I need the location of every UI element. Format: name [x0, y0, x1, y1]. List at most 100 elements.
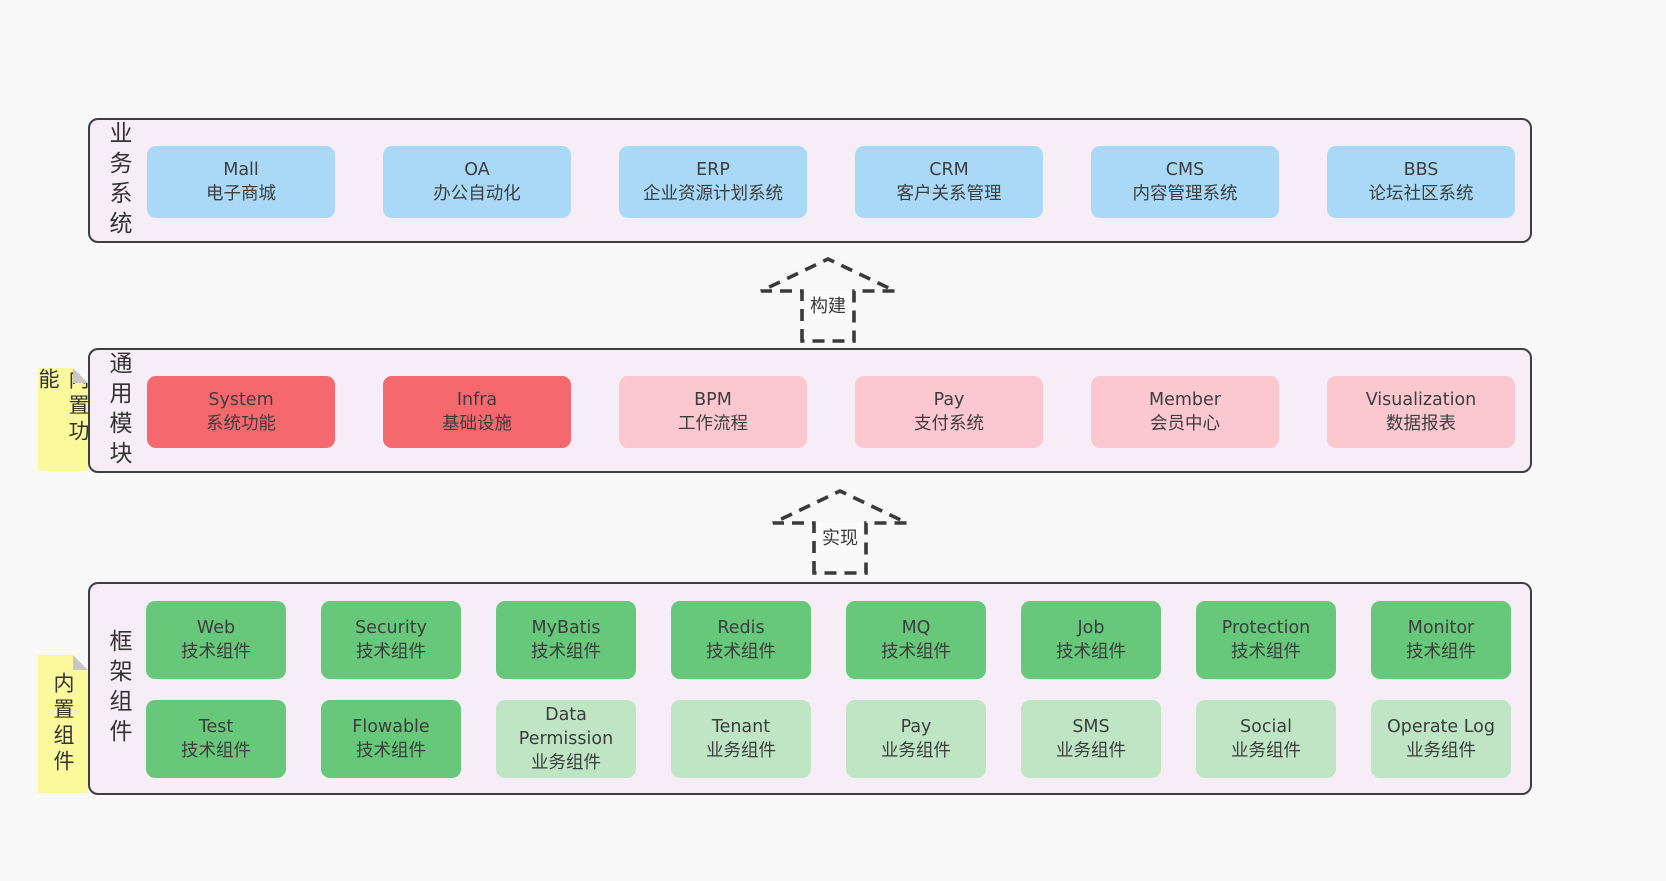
box-title: Tenant — [711, 716, 771, 737]
box-mq: MQ 技术组件 — [846, 601, 986, 679]
box-subtitle: 技术组件 — [531, 642, 601, 662]
box-job: Job 技术组件 — [1021, 601, 1161, 679]
arrow-implement: 实现 — [770, 486, 910, 576]
box-subtitle: 工作流程 — [678, 414, 748, 434]
box-title: Security — [355, 617, 427, 638]
band-business-systems: 业务系统 Mall 电子商城 OA 办公自动化 ERP 企业资源计划系统 CRM… — [88, 118, 1532, 243]
box-title: Infra — [456, 389, 498, 410]
box-subtitle: 业务组件 — [881, 741, 951, 761]
box-subtitle: 系统功能 — [206, 414, 276, 434]
box-subtitle: 办公自动化 — [433, 184, 521, 204]
band-label-business-systems: 业务系统 — [105, 120, 131, 241]
box-title: Member — [1149, 389, 1221, 410]
box-oa: OA 办公自动化 — [383, 146, 571, 218]
box-subtitle: 业务组件 — [706, 741, 776, 761]
framework-row-2: Test 技术组件 Flowable 技术组件 Data Permission … — [146, 700, 1511, 778]
box-visualization: Visualization 数据报表 — [1327, 376, 1515, 448]
box-infra: Infra 基础设施 — [383, 376, 571, 448]
dashed-up-arrow-icon — [760, 257, 896, 343]
sticky-note-built-in-components: 内置组件 — [38, 655, 88, 793]
band-label-framework-components: 框架组件 — [105, 628, 131, 749]
arrow-implement-label: 实现 — [817, 523, 863, 551]
box-sms: SMS 业务组件 — [1021, 700, 1161, 778]
box-system: System 系统功能 — [147, 376, 335, 448]
sticky-note-built-in-features: 内置功能 — [38, 368, 88, 471]
arrow-build-label: 构建 — [805, 291, 851, 319]
box-subtitle: 技术组件 — [1231, 642, 1301, 662]
box-title: BPM — [694, 389, 732, 410]
box-subtitle: 技术组件 — [706, 642, 776, 662]
box-title: MyBatis — [531, 617, 601, 638]
box-title: OA — [464, 159, 490, 180]
box-subtitle: 基础设施 — [442, 414, 512, 434]
box-subtitle: 技术组件 — [181, 642, 251, 662]
box-pay-component: Pay 业务组件 — [846, 700, 986, 778]
box-title: Test — [198, 716, 234, 737]
box-title: Social — [1240, 716, 1292, 737]
box-title: Web — [196, 617, 236, 638]
box-subtitle: 技术组件 — [356, 642, 426, 662]
box-title: Pay — [933, 389, 965, 410]
box-member: Member 会员中心 — [1091, 376, 1279, 448]
box-title: Flowable — [352, 716, 430, 737]
box-mall: Mall 电子商城 — [147, 146, 335, 218]
common-box-row: System 系统功能 Infra 基础设施 BPM 工作流程 Pay 支付系统… — [147, 376, 1515, 448]
box-title: CMS — [1165, 159, 1205, 180]
box-subtitle: 业务组件 — [1406, 741, 1476, 761]
dashed-up-arrow-icon — [772, 489, 908, 575]
box-redis: Redis 技术组件 — [671, 601, 811, 679]
framework-row-1: Web 技术组件 Security 技术组件 MyBatis 技术组件 Redi… — [146, 601, 1511, 679]
box-title: Job — [1077, 617, 1105, 638]
box-flowable: Flowable 技术组件 — [321, 700, 461, 778]
box-test: Test 技术组件 — [146, 700, 286, 778]
box-data-permission: Data Permission 业务组件 — [496, 700, 636, 778]
box-subtitle: 技术组件 — [356, 741, 426, 761]
box-subtitle: 业务组件 — [531, 753, 601, 774]
box-pay-module: Pay 支付系统 — [855, 376, 1043, 448]
box-subtitle: 业务组件 — [1231, 741, 1301, 761]
box-subtitle: 内容管理系统 — [1132, 184, 1238, 204]
box-title: Protection — [1221, 617, 1311, 638]
sticky-label: 内置功能 — [36, 368, 90, 446]
box-title: Redis — [717, 617, 765, 638]
box-title: MQ — [901, 617, 931, 638]
box-subtitle: 技术组件 — [1406, 642, 1476, 662]
band-common-modules: 通用模块 System 系统功能 Infra 基础设施 BPM 工作流程 Pay… — [88, 348, 1532, 473]
box-subtitle: 技术组件 — [881, 642, 951, 662]
box-title: Operate Log — [1386, 716, 1496, 737]
box-subtitle: 客户关系管理 — [896, 184, 1002, 204]
box-title: SMS — [1072, 716, 1110, 737]
box-title: CRM — [929, 159, 969, 180]
box-web: Web 技术组件 — [146, 601, 286, 679]
box-title: Data Permission — [518, 704, 614, 749]
box-title: Pay — [900, 716, 932, 737]
box-title: Visualization — [1365, 389, 1477, 410]
box-crm: CRM 客户关系管理 — [855, 146, 1043, 218]
band-label-common-modules: 通用模块 — [105, 350, 131, 471]
box-operate-log: Operate Log 业务组件 — [1371, 700, 1511, 778]
box-protection: Protection 技术组件 — [1196, 601, 1336, 679]
box-title: ERP — [696, 159, 730, 180]
box-bpm: BPM 工作流程 — [619, 376, 807, 448]
box-tenant: Tenant 业务组件 — [671, 700, 811, 778]
box-title: Monitor — [1407, 617, 1475, 638]
arrow-build: 构建 — [758, 254, 898, 344]
box-bbs: BBS 论坛社区系统 — [1327, 146, 1515, 218]
box-title: Mall — [223, 159, 259, 180]
business-box-row: Mall 电子商城 OA 办公自动化 ERP 企业资源计划系统 CRM 客户关系… — [147, 146, 1515, 218]
box-subtitle: 电子商城 — [206, 184, 276, 204]
box-security: Security 技术组件 — [321, 601, 461, 679]
box-cms: CMS 内容管理系统 — [1091, 146, 1279, 218]
box-social: Social 业务组件 — [1196, 700, 1336, 778]
box-title: BBS — [1403, 159, 1439, 180]
box-monitor: Monitor 技术组件 — [1371, 601, 1511, 679]
box-mybatis: MyBatis 技术组件 — [496, 601, 636, 679]
box-subtitle: 技术组件 — [1056, 642, 1126, 662]
box-subtitle: 会员中心 — [1150, 414, 1220, 434]
box-subtitle: 数据报表 — [1386, 414, 1456, 434]
box-erp: ERP 企业资源计划系统 — [619, 146, 807, 218]
sticky-label: 内置组件 — [51, 672, 75, 776]
box-subtitle: 业务组件 — [1056, 741, 1126, 761]
box-subtitle: 技术组件 — [181, 741, 251, 761]
